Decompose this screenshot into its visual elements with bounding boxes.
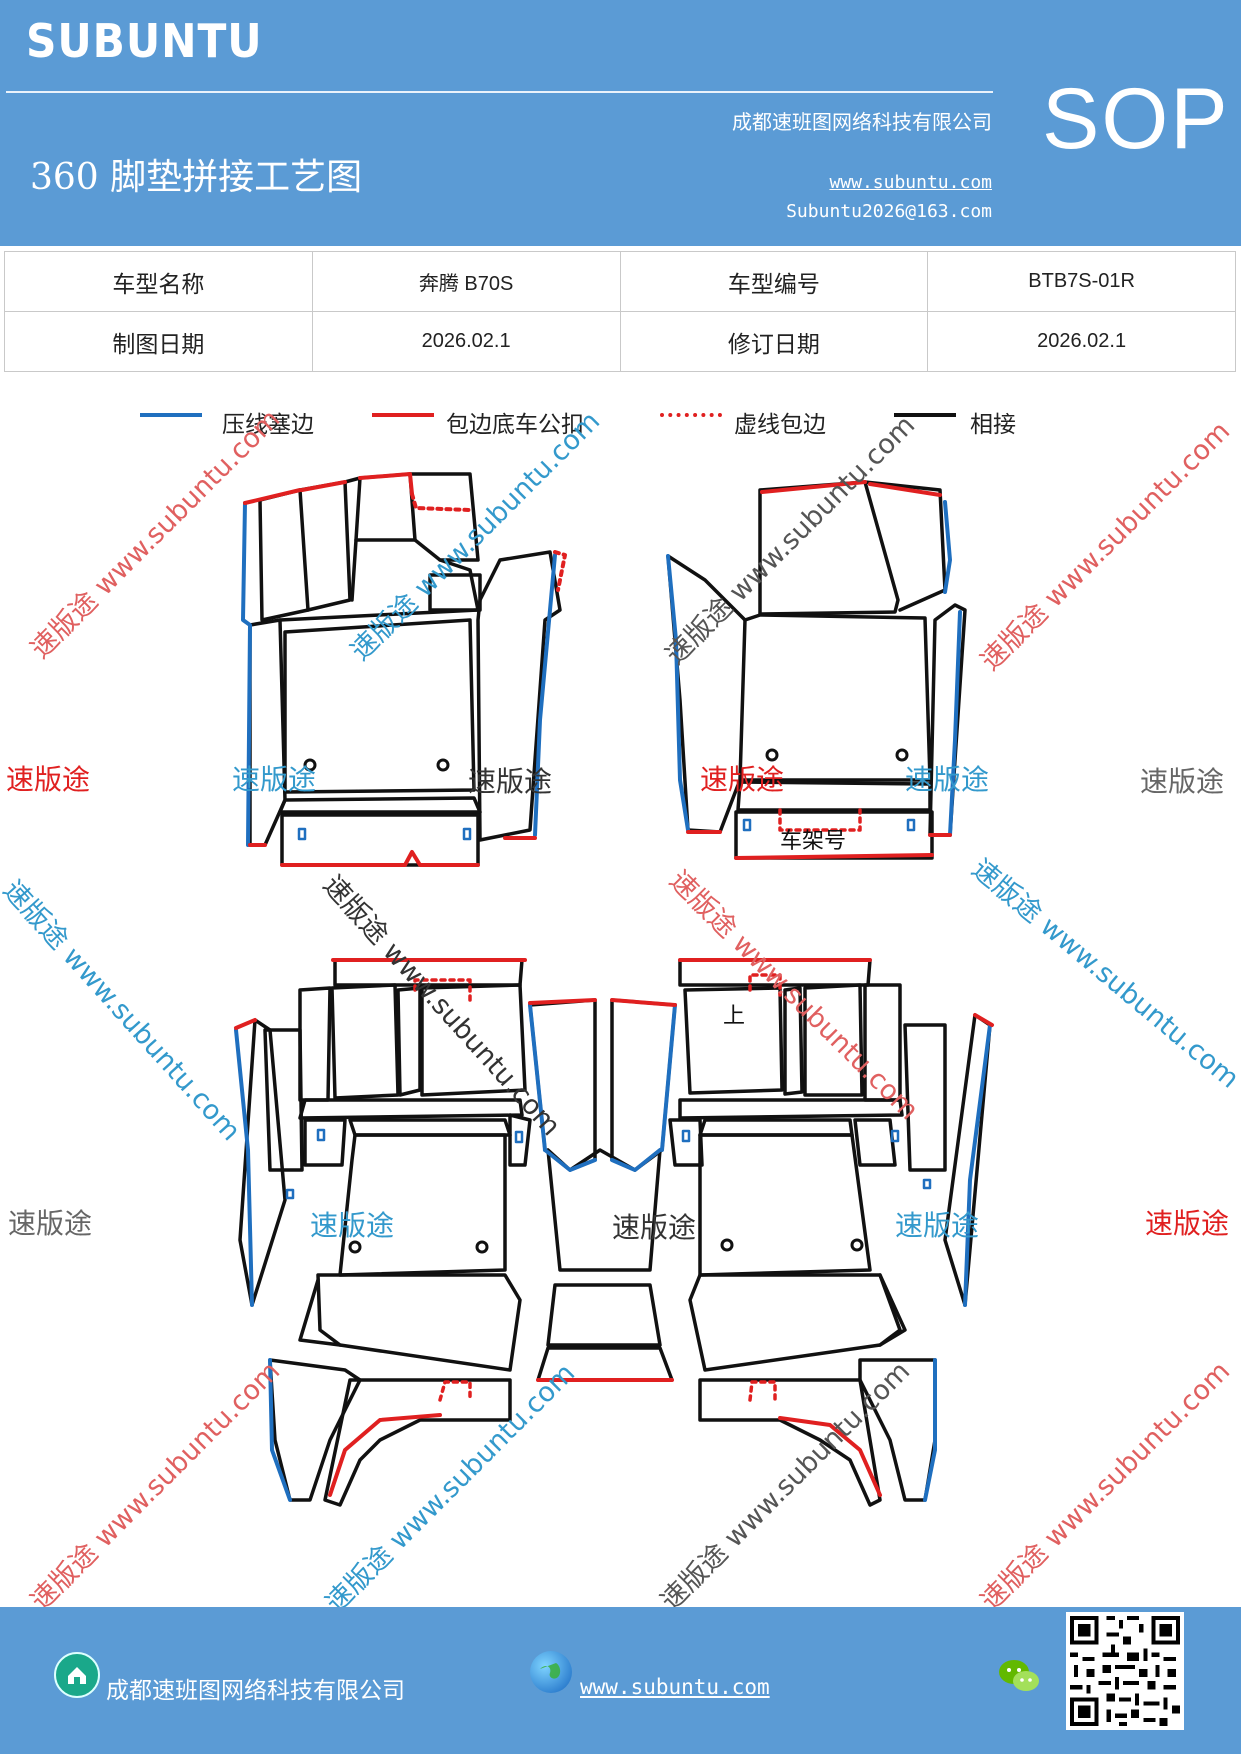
header-company: 成都速班图网络科技有限公司 — [732, 110, 992, 134]
brand-tag: 速版途 — [905, 763, 990, 796]
qr-code — [1066, 1612, 1184, 1730]
table-row: 车型名称 奔腾 B70S 车型编号 BTB7S-01R — [4, 251, 1236, 312]
brand-tag: 速版途 — [1140, 765, 1225, 798]
legend-swatch-red — [372, 413, 434, 417]
legend-label: 虚线包边 — [734, 412, 826, 438]
table-cell-value: 2026.02.1 — [927, 311, 1236, 372]
table-cell-value: 2026.02.1 — [311, 311, 621, 372]
rear-left-mat — [234, 958, 532, 1507]
table-cell-label: 车型编号 — [619, 251, 929, 312]
footer-company: 成都速班图网络科技有限公司 — [106, 1678, 405, 1704]
table-cell-label: 制图日期 — [4, 311, 313, 372]
brand-tag: 速版途 — [700, 763, 785, 796]
legend-swatch-dashed-red — [660, 413, 722, 417]
table-row: 制图日期 2026.02.1 修订日期 2026.02.1 — [4, 311, 1236, 372]
wechat-icon[interactable] — [996, 1655, 1039, 1697]
legend-swatch-black — [894, 413, 956, 417]
brand-tag: 速版途 — [468, 765, 553, 798]
header-email: Subuntu2026@163.com — [786, 201, 992, 222]
table-cell-value: 奔腾 B70S — [311, 251, 621, 312]
rear-right-mat: 上 — [668, 958, 994, 1507]
legend-label: 压线塞边 — [222, 412, 314, 438]
footer-website-link[interactable]: www.subuntu.com — [580, 1675, 770, 1699]
header-website-link[interactable]: www.subuntu.com — [829, 172, 992, 193]
table-cell-value: BTB7S-01R — [927, 251, 1236, 312]
brand-logo: SUBUNTU — [26, 14, 263, 68]
vin-label: 车架号 — [780, 829, 846, 854]
center-tunnel-mat — [528, 998, 677, 1382]
brand-tag: 速版途 — [895, 1209, 980, 1242]
legend-label: 相接 — [970, 412, 1016, 438]
table-cell-label: 修订日期 — [619, 311, 929, 372]
vehicle-info-table: 车型名称 奔腾 B70S 车型编号 BTB7S-01R 制图日期 2026.02… — [4, 251, 1236, 372]
sop-badge: SOP — [1042, 71, 1230, 167]
front-left-mat — [241, 472, 567, 867]
brand-tag: 速版途 — [6, 763, 91, 796]
floor-mat-diagram: 车架号 — [234, 472, 994, 1507]
brand-tag: 速版途 — [310, 1209, 395, 1242]
footer-banner: 成都速班图网络科技有限公司 www.subuntu.com — [0, 1607, 1241, 1754]
legend-swatch-blue — [140, 413, 202, 417]
brand-tag: 速版途 — [232, 763, 317, 796]
header-divider — [6, 91, 993, 93]
front-right-mat: 车架号 — [666, 480, 967, 860]
legend-label: 包边底车公扣 — [446, 412, 584, 438]
brand-tag: 速版途 — [612, 1211, 697, 1244]
top-marker-label: 上 — [723, 1004, 745, 1029]
brand-tag: 速版途 — [1145, 1207, 1230, 1240]
home-icon — [54, 1652, 100, 1698]
page-title: 360 脚垫拼接工艺图 — [30, 157, 363, 198]
brand-tag: 速版途 — [8, 1207, 93, 1240]
header-banner: SUBUNTU 成都速班图网络科技有限公司 SOP 360 脚垫拼接工艺图 ww… — [0, 0, 1241, 246]
globe-icon — [530, 1651, 572, 1693]
table-cell-label: 车型名称 — [4, 251, 313, 312]
